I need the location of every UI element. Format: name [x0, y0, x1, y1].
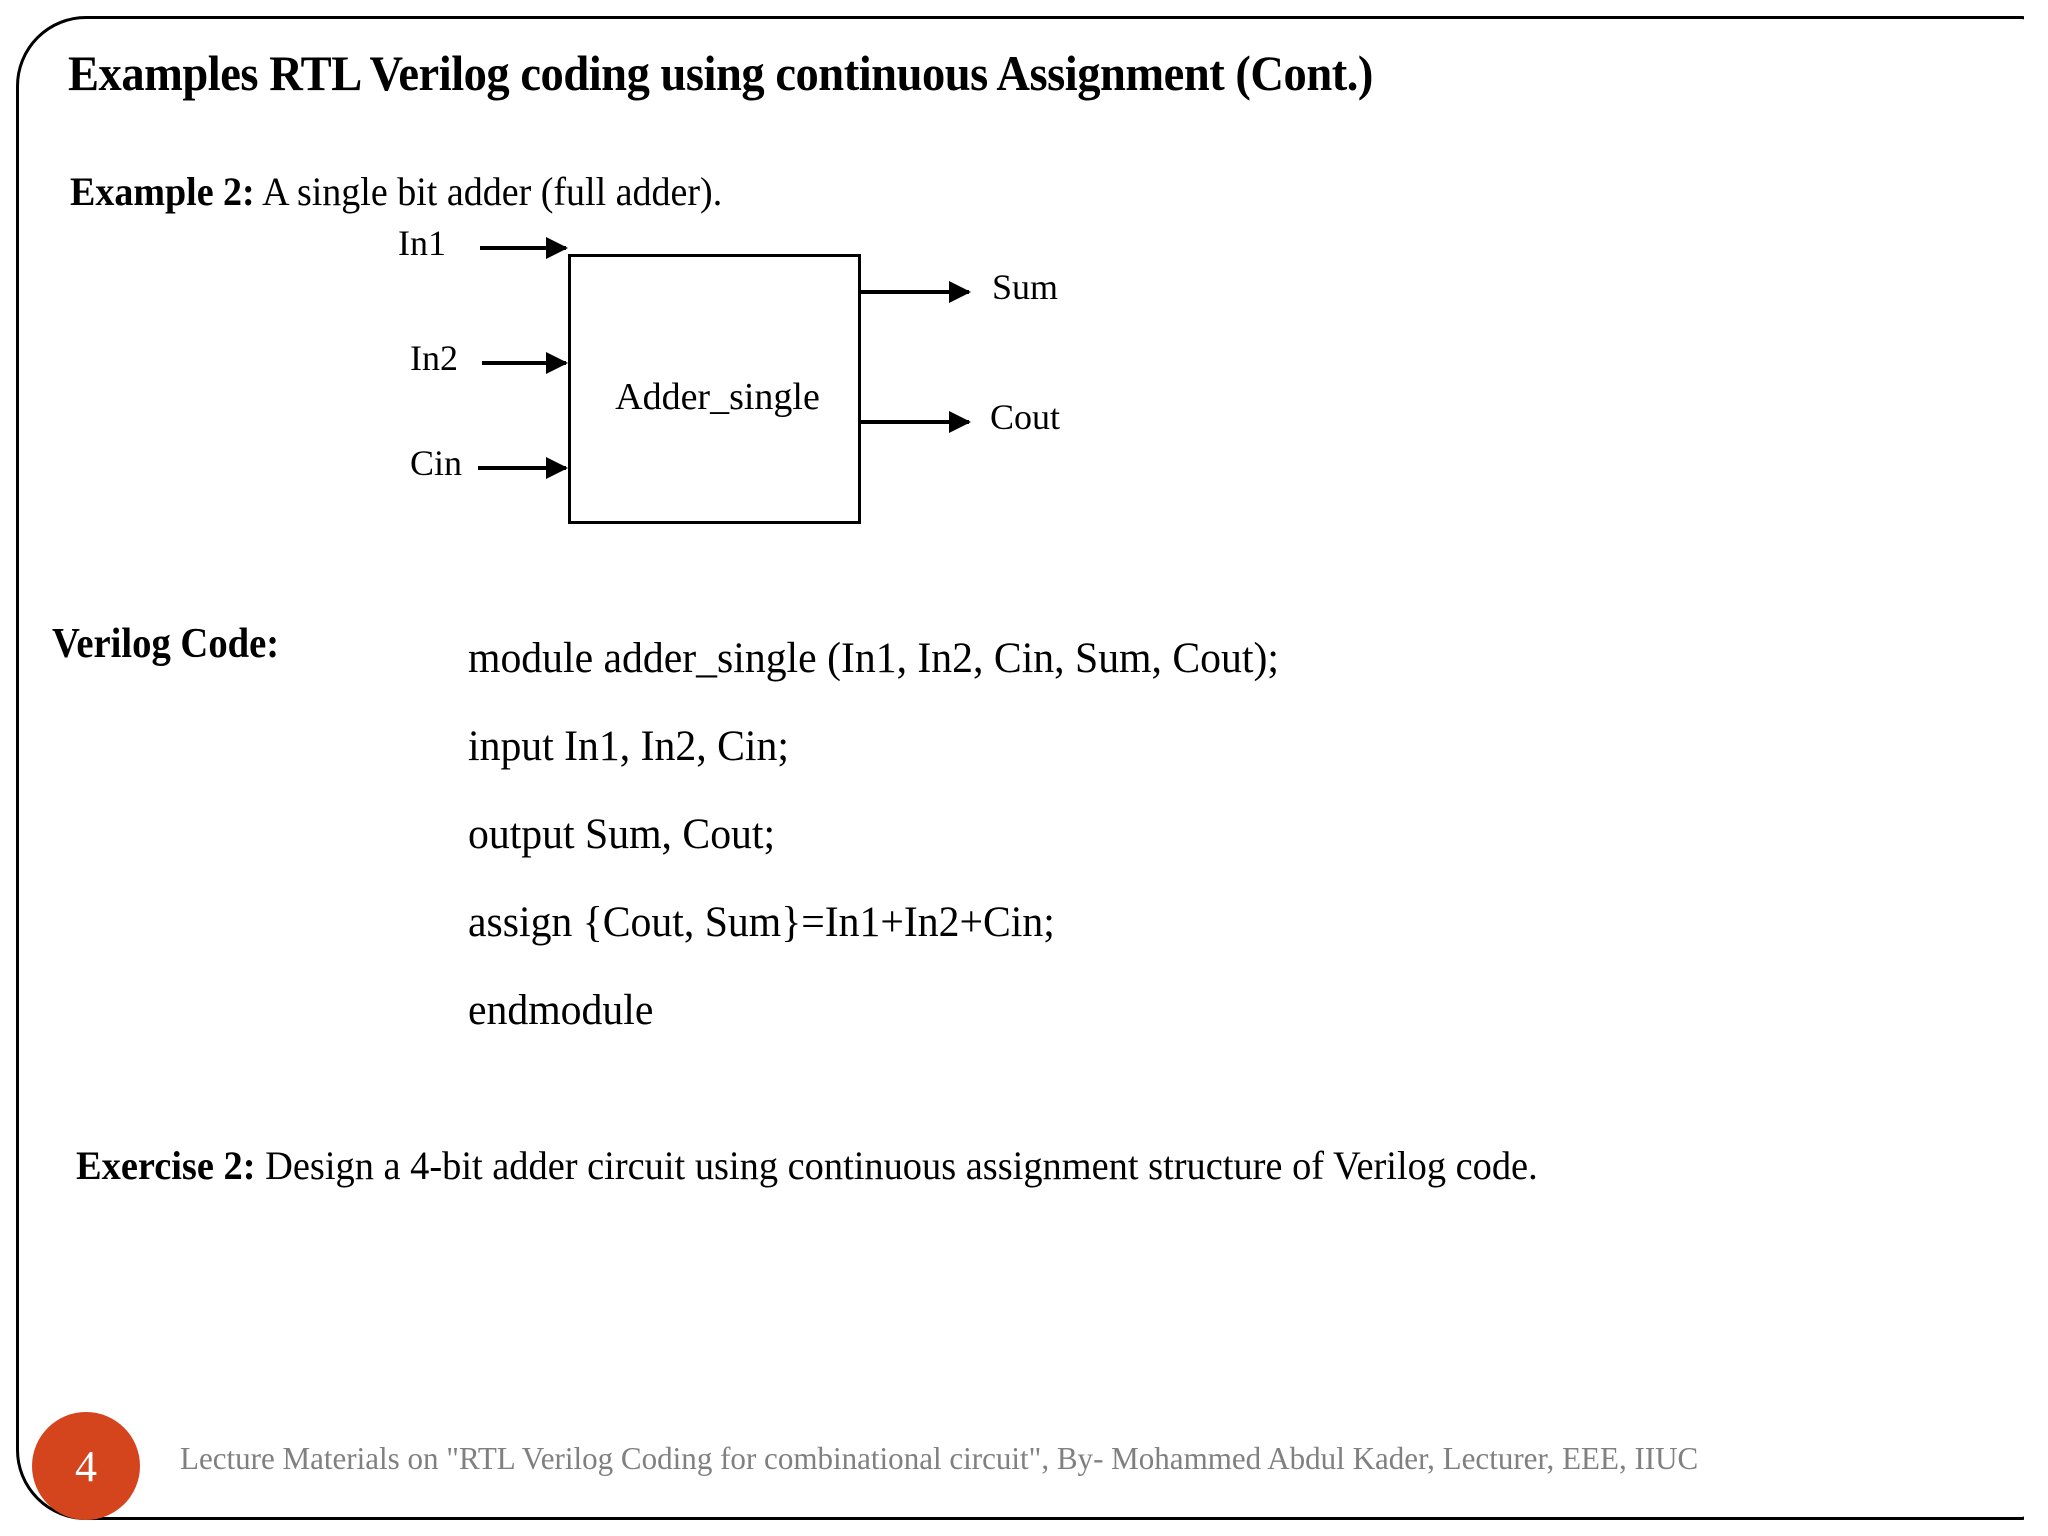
input-label-cin: Cin — [410, 443, 463, 483]
code-line: endmodule — [468, 987, 654, 1034]
code-line: output Sum, Cout; — [468, 811, 776, 858]
adder-block: Adder_single — [568, 254, 861, 524]
footer-credit-text: Lecture Materials on "RTL Verilog Coding… — [180, 1440, 1699, 1476]
verilog-code-label: Verilog Code: — [52, 621, 280, 667]
frame-edge-mask — [2024, 0, 2048, 1536]
adder-block-diagram: In1 In2 Cin Adder_single Sum Cout — [398, 223, 1260, 524]
example-text: A single bit adder (full adder). — [254, 169, 723, 214]
example-statement: Example 2: A single bit adder (full adde… — [70, 168, 722, 215]
input-label-in1: In1 — [398, 223, 446, 263]
page-title: Examples RTL Verilog coding using contin… — [68, 45, 1373, 101]
code-line: assign {Cout, Sum}=In1+In2+Cin; — [468, 899, 1055, 946]
output-arrow-sum — [861, 281, 971, 303]
code-line: module adder_single (In1, In2, Cin, Sum,… — [468, 635, 1279, 682]
output-arrow-cout — [861, 411, 971, 433]
verilog-code-block: module adder_single (In1, In2, Cin, Sum,… — [468, 615, 1304, 1055]
input-arrow-in1 — [480, 237, 568, 259]
output-label-sum: Sum — [992, 267, 1059, 307]
exercise-label: Exercise 2: — [76, 1143, 256, 1188]
input-arrow-in2 — [482, 352, 568, 374]
example-label: Example 2: — [70, 169, 255, 214]
input-arrow-cin — [478, 457, 568, 479]
exercise-text: Design a 4-bit adder circuit using conti… — [255, 1143, 1538, 1188]
exercise-statement: Exercise 2: Design a 4-bit adder circuit… — [76, 1142, 1538, 1189]
adder-block-label: Adder_single — [615, 376, 820, 418]
code-line: input In1, In2, Cin; — [468, 723, 789, 770]
output-label-cout: Cout — [990, 397, 1061, 437]
page-number-badge: 4 — [32, 1412, 140, 1520]
input-label-in2: In2 — [410, 338, 458, 378]
